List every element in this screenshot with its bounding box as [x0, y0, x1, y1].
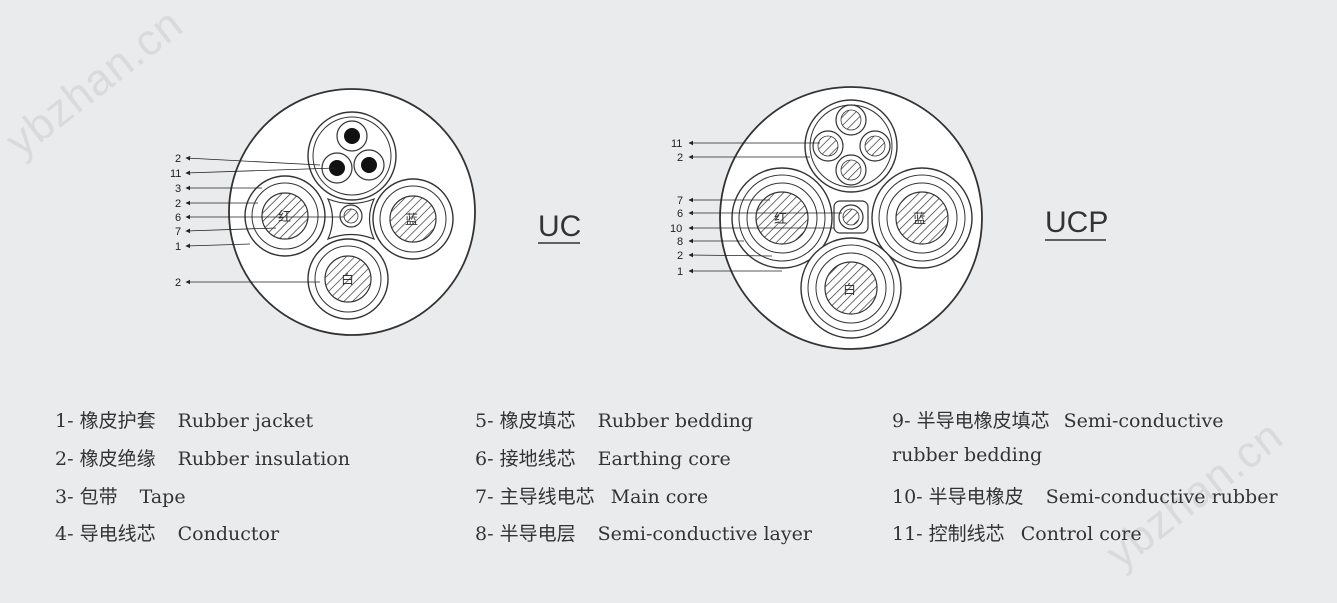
legend-chinese: 包带	[79, 486, 118, 508]
uc-control-core-group	[307, 111, 397, 201]
legend-english: rubber bedding	[892, 444, 1043, 466]
legend-english: Semi-conductive layer	[597, 523, 812, 545]
legend-english: Semi-conductive rubber	[1045, 486, 1278, 508]
uc-callout-label: 2	[175, 198, 181, 210]
uc-main-core-red	[244, 175, 326, 257]
legend-number: 1-	[55, 410, 74, 432]
ucp-core-label-blue: 蓝	[913, 212, 926, 227]
cable-cross-section-diagrams: 红 蓝 白 2 11 3 2 6 7 1 2 UC	[170, 86, 1108, 350]
legend-item: 4- 导电线芯 Conductor	[55, 519, 279, 546]
legend-number: 6-	[475, 448, 494, 470]
legend-item: 6- 接地线芯 Earthing core	[475, 444, 731, 471]
legend-number: 9-	[892, 410, 911, 432]
uc-cable: 红 蓝 白	[228, 88, 476, 336]
ucp-cable: 红 蓝 白	[719, 86, 983, 350]
uc-callout-label: 3	[175, 183, 181, 195]
ucp-main-core-red	[731, 167, 833, 269]
legend-chinese: 半导电橡皮填芯	[916, 410, 1050, 432]
legend-item: 2- 橡皮绝缘 Rubber insulation	[55, 444, 350, 471]
uc-callout-label: 2	[175, 277, 181, 289]
legend-english: Semi-conductive	[1063, 410, 1224, 432]
uc-core-label-white: 白	[341, 272, 354, 288]
legend-chinese: 橡皮绝缘	[79, 448, 156, 470]
uc-main-core-white	[307, 238, 389, 320]
ucp-callout-label: 2	[677, 250, 683, 262]
uc-core-label-blue: 蓝	[405, 213, 418, 228]
legend-item-continuation: rubber bedding	[892, 444, 1042, 466]
ucp-callout-label: 11	[671, 138, 682, 150]
ucp-model-title: UCP	[1045, 206, 1108, 239]
legend-item: 10- 半导电橡皮 Semi-conductive rubber	[892, 482, 1278, 509]
legend-chinese: 半导电层	[499, 523, 576, 545]
ucp-callouts: 11 2 7 6 10 8 2 1	[670, 138, 842, 278]
ucp-callout-label: 2	[677, 152, 683, 164]
legend-english: Rubber jacket	[177, 410, 314, 432]
ucp-callout-label: 1	[677, 266, 683, 278]
uc-model-title: UC	[538, 210, 581, 243]
ucp-main-core-blue	[871, 167, 973, 269]
legend-number: 3-	[55, 486, 74, 508]
legend-item: 11- 控制线芯 Control core	[892, 519, 1142, 546]
ucp-main-core-white	[800, 237, 902, 339]
legend-english: Main core	[610, 486, 709, 508]
legend-chinese: 主导线电芯	[499, 486, 595, 508]
legend-item: 1- 橡皮护套 Rubber jacket	[55, 406, 313, 433]
uc-callout-label: 1	[175, 241, 181, 253]
legend-english: Rubber bedding	[597, 410, 754, 432]
legend-english: Earthing core	[597, 448, 731, 470]
legend-chinese: 半导电橡皮	[928, 486, 1024, 508]
ucp-callout-label: 6	[677, 208, 683, 220]
legend-item: 5- 橡皮填芯 Rubber bedding	[475, 406, 753, 433]
legend-english: Tape	[139, 486, 186, 508]
uc-callout-label: 2	[175, 153, 181, 165]
legend-item: 8- 半导电层 Semi-conductive layer	[475, 519, 812, 546]
uc-callout-label: 7	[175, 226, 181, 238]
legend-chinese: 接地线芯	[499, 448, 576, 470]
legend-english: Control core	[1020, 523, 1142, 545]
legend-chinese: 橡皮填芯	[499, 410, 576, 432]
legend-english: Conductor	[177, 523, 280, 545]
legend-chinese: 控制线芯	[928, 523, 1005, 545]
uc-main-core-blue	[372, 178, 454, 260]
legend-number: 5-	[475, 410, 494, 432]
legend-number: 4-	[55, 523, 74, 545]
ucp-callout-label: 10	[670, 223, 682, 235]
legend-number: 7-	[475, 486, 494, 508]
legend-item: 9- 半导电橡皮填芯 Semi-conductive	[892, 406, 1223, 433]
ucp-core-label-white: 白	[843, 282, 856, 298]
uc-callout-label: 11	[170, 168, 181, 180]
ucp-core-label-red: 红	[774, 211, 787, 227]
legend-number: 8-	[475, 523, 494, 545]
ucp-callout-label: 8	[677, 236, 683, 248]
legend-english: Rubber insulation	[177, 448, 350, 470]
uc-callout-label: 6	[175, 212, 181, 224]
legend-item: 3- 包带 Tape	[55, 482, 186, 509]
legend-chinese: 导电线芯	[79, 523, 156, 545]
legend-number: 11-	[892, 523, 923, 545]
legend-number: 2-	[55, 448, 74, 470]
legend-number: 10-	[892, 486, 923, 508]
ucp-control-core-group	[804, 99, 898, 193]
legend-chinese: 橡皮护套	[79, 410, 156, 432]
ucp-callout-label: 7	[677, 195, 683, 207]
uc-callouts: 2 11 3 2 6 7 1 2	[170, 153, 344, 289]
legend-item: 7- 主导线电芯 Main core	[475, 482, 708, 509]
